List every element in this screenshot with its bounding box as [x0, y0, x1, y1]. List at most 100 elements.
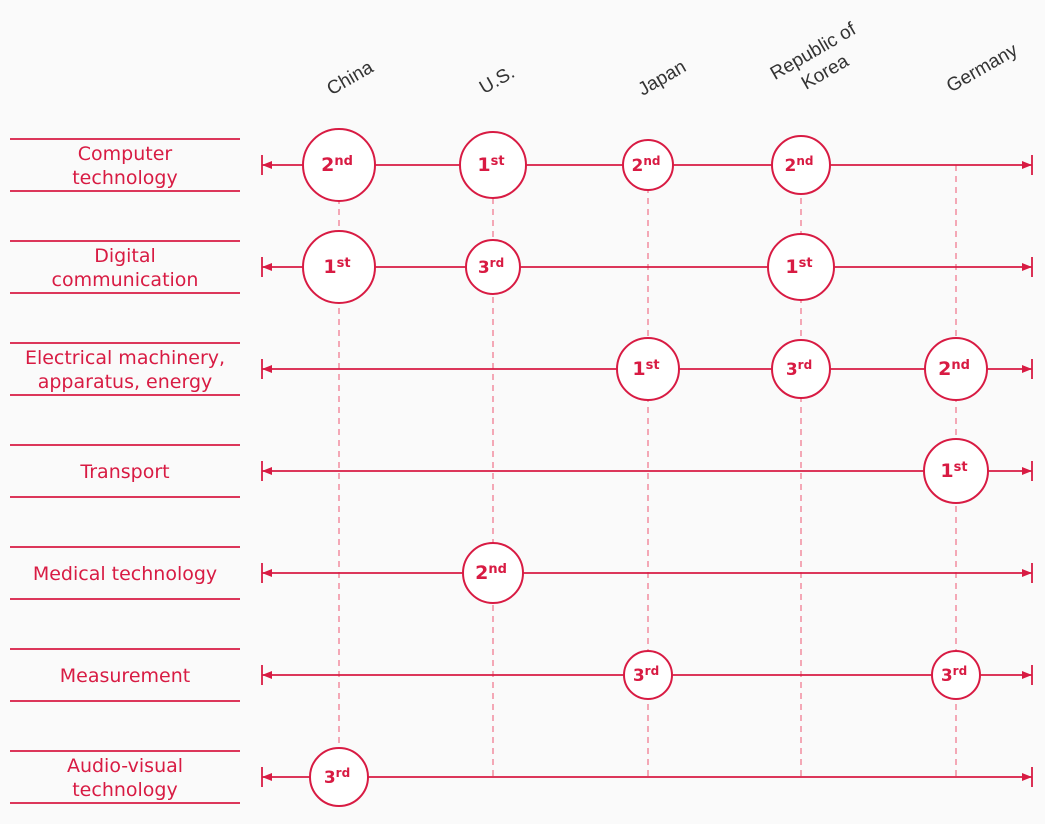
- arrow-right-icon: [1022, 365, 1032, 373]
- rank-label: 1st: [323, 256, 350, 278]
- rank-marker: 1st: [459, 131, 527, 199]
- rank-marker: 3rd: [465, 239, 521, 295]
- rank-marker: 3rd: [309, 747, 369, 807]
- country-header-line: Japan: [635, 56, 690, 100]
- tech-label-line: Audio-visual: [67, 755, 183, 777]
- arrow-left-icon: [262, 467, 272, 475]
- rank-marker: 3rd: [931, 650, 981, 700]
- country-header: Japan: [635, 56, 690, 100]
- rank-suffix: nd: [488, 562, 507, 577]
- rank-number: 1: [477, 154, 490, 176]
- tech-label-line: Medical technology: [33, 563, 217, 585]
- arrow-left-icon: [262, 161, 272, 169]
- rank-marker: 1st: [616, 337, 680, 401]
- rank-label: 1st: [477, 154, 504, 176]
- rank-label: 3rd: [786, 358, 812, 380]
- rank-marker: 1st: [302, 230, 376, 304]
- tech-label-line: apparatus, energy: [38, 371, 213, 393]
- rank-number: 3: [478, 258, 490, 278]
- rank-suffix: st: [337, 256, 351, 271]
- country-header: China: [323, 57, 377, 100]
- arrow-left-icon: [262, 671, 272, 679]
- arrow-right-icon: [1022, 773, 1032, 781]
- arrow-right-icon: [1022, 671, 1032, 679]
- tech-row: Measurement: [10, 648, 1033, 702]
- rank-number: 1: [785, 256, 798, 278]
- tech-label-line: Computer: [78, 143, 173, 165]
- arrow-right-icon: [1022, 467, 1032, 475]
- rank-suffix: nd: [643, 154, 660, 168]
- rank-circle: [462, 542, 524, 604]
- rank-circle: [767, 233, 835, 301]
- rank-label: 2nd: [475, 562, 507, 584]
- rank-number: 3: [941, 666, 953, 686]
- rank-marker: 3rd: [623, 650, 673, 700]
- tech-label-line: technology: [72, 167, 178, 189]
- arrow-right-icon: [1022, 161, 1032, 169]
- rank-suffix: rd: [953, 664, 968, 678]
- rank-circle: [459, 131, 527, 199]
- arrow-left-icon: [262, 263, 272, 271]
- rank-circle: [302, 230, 376, 304]
- country-header: Republic ofKorea: [767, 19, 872, 106]
- rank-marker: 1st: [923, 438, 989, 504]
- rank-number: 2: [785, 156, 797, 176]
- rank-number: 3: [786, 360, 798, 380]
- arrow-left-icon: [262, 365, 272, 373]
- rank-number: 1: [940, 460, 953, 482]
- rank-number: 2: [321, 154, 334, 176]
- arrow-right-icon: [1022, 263, 1032, 271]
- rank-label: 3rd: [941, 664, 967, 686]
- rank-circle: [771, 339, 831, 399]
- rank-suffix: nd: [796, 154, 813, 168]
- rank-label: 1st: [632, 358, 659, 380]
- rank-number: 1: [632, 358, 645, 380]
- rank-suffix: rd: [798, 358, 813, 372]
- tech-row: Electrical machinery,apparatus, energy: [10, 342, 1033, 396]
- rank-circle: [622, 139, 674, 191]
- country-headers: China U.S. Japan Republic ofKorea Germany: [323, 19, 1022, 106]
- tech-label-line: Electrical machinery,: [25, 347, 225, 369]
- tech-row: Medical technology: [10, 546, 1033, 600]
- rank-circle: [931, 650, 981, 700]
- rank-label: 3rd: [633, 664, 659, 686]
- rank-label: 2nd: [321, 154, 353, 176]
- rank-marker: 2nd: [924, 337, 988, 401]
- rank-number: 1: [323, 256, 336, 278]
- rank-marker: 1st: [767, 233, 835, 301]
- rank-label: 3rd: [324, 766, 350, 788]
- tech-label-line: Measurement: [60, 665, 190, 687]
- rank-suffix: rd: [645, 664, 660, 678]
- country-header-line: U.S.: [476, 62, 519, 99]
- rank-label: 1st: [940, 460, 967, 482]
- rank-marker: 3rd: [771, 339, 831, 399]
- rank-number: 2: [632, 156, 644, 176]
- country-header: Germany: [943, 40, 1022, 98]
- tech-label: Medical technology: [33, 563, 217, 585]
- rank-suffix: nd: [334, 154, 353, 169]
- rank-marker: 2nd: [622, 139, 674, 191]
- tech-label-line: communication: [52, 269, 199, 291]
- rank-label: 2nd: [785, 154, 814, 176]
- rank-marker: 2nd: [302, 128, 376, 202]
- rank-circle: [309, 747, 369, 807]
- country-header: U.S.: [476, 62, 519, 99]
- country-header-line: China: [323, 57, 377, 100]
- rank-circle: [302, 128, 376, 202]
- rank-suffix: st: [646, 358, 660, 373]
- tech-label: Measurement: [60, 665, 190, 687]
- rank-circle: [616, 337, 680, 401]
- rank-suffix: st: [491, 154, 505, 169]
- rank-number: 3: [633, 666, 645, 686]
- tech-label: Transport: [79, 461, 169, 483]
- arrow-right-icon: [1022, 569, 1032, 577]
- rank-marker: 2nd: [771, 135, 831, 195]
